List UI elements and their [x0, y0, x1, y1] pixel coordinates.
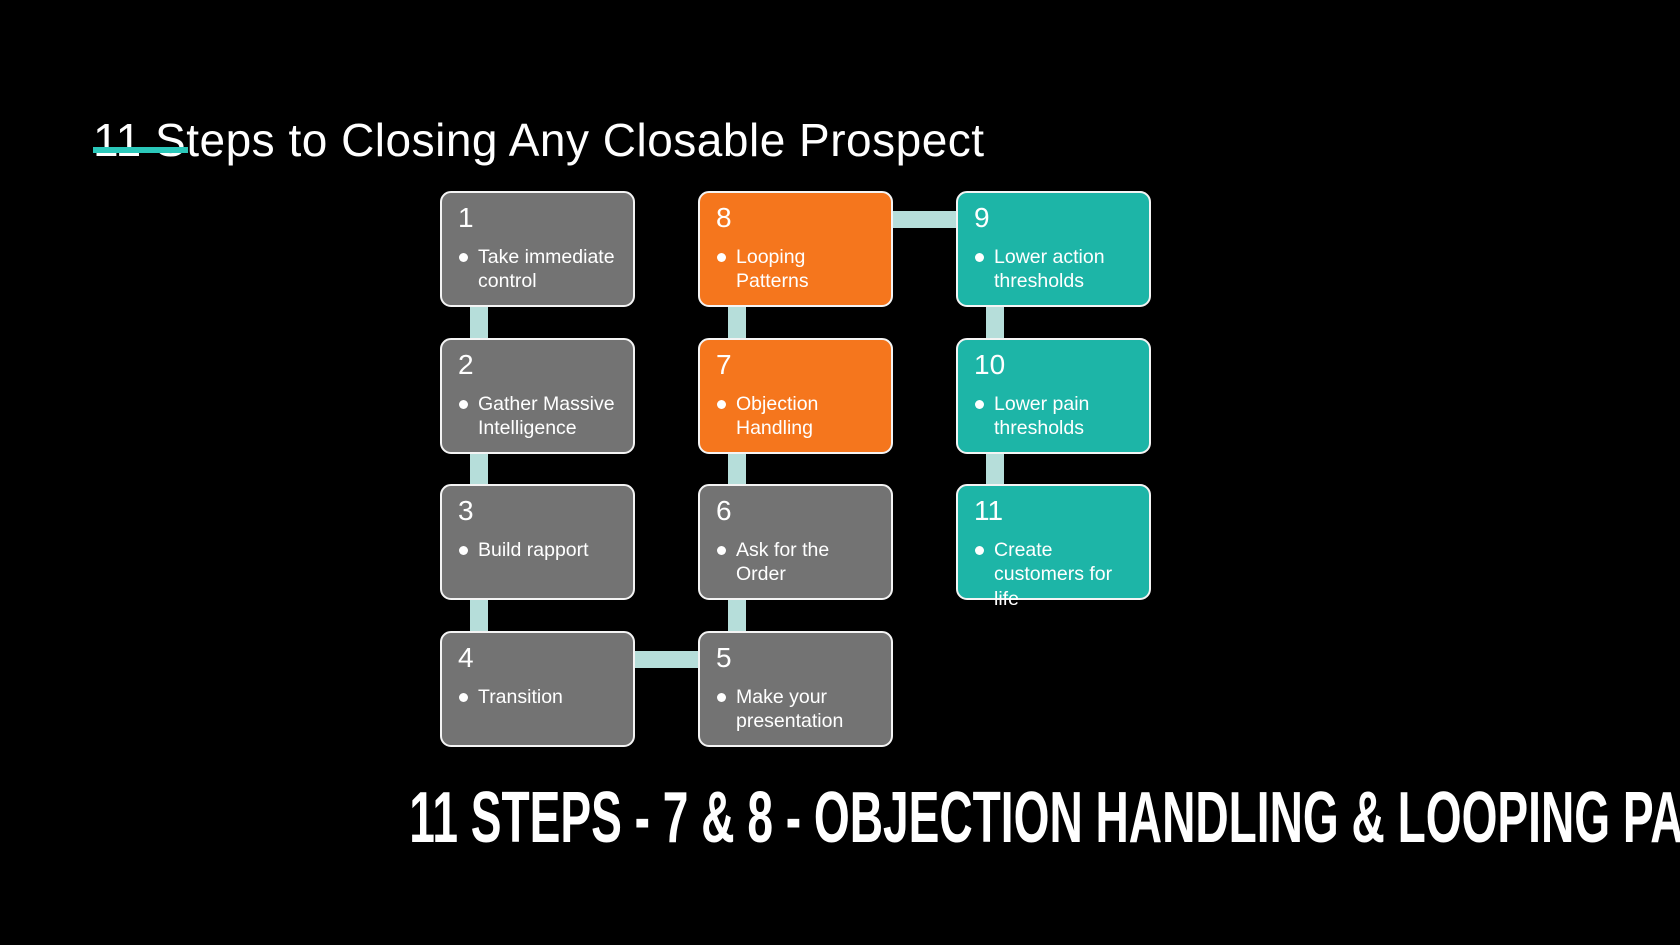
footer-title: 11 STEPS - 7 & 8 - OBJECTION HANDLING & …	[409, 778, 1680, 858]
step-label: Ask for the Order	[736, 538, 830, 586]
title-underline	[93, 147, 188, 153]
step-number: 4	[458, 642, 474, 673]
step-label: Objection Handling	[736, 392, 819, 440]
step-label: Transition	[478, 685, 563, 708]
step-content: Objection Handling	[717, 392, 877, 441]
step-label: Build rapport	[478, 538, 589, 561]
bullet-icon	[975, 545, 984, 555]
step-label: Gather Massive Intelligence	[478, 392, 615, 440]
step-number: 2	[458, 349, 474, 380]
vertical-connector	[728, 448, 746, 490]
step-content: Lower pain thresholds	[975, 392, 1135, 441]
bullet-icon	[975, 399, 984, 409]
horizontal-connector	[887, 211, 962, 228]
bullet-icon	[459, 252, 468, 262]
bullet-icon	[717, 252, 726, 262]
bullet-icon	[717, 545, 726, 555]
step-content: Build rapport	[459, 538, 619, 563]
step-content: Looping Patterns	[717, 245, 877, 294]
vertical-connector	[986, 301, 1004, 344]
step-number: 6	[716, 495, 732, 526]
bullet-icon	[459, 692, 468, 702]
step-content: Create customers for life	[975, 538, 1135, 612]
step-label: Lower pain thresholds	[994, 392, 1090, 440]
step-label: Make your presentation	[736, 685, 844, 733]
vertical-connector	[728, 594, 746, 637]
step-content: Make your presentation	[717, 685, 877, 734]
page-title: 11 Steps to Closing Any Closable Prospec…	[93, 113, 985, 166]
vertical-connector	[470, 301, 488, 344]
step-content: Gather Massive Intelligence	[459, 392, 619, 441]
step-content: Take immediate control	[459, 245, 619, 294]
step-content: Ask for the Order	[717, 538, 877, 587]
step-number: 9	[974, 202, 990, 233]
step-content: Transition	[459, 685, 619, 710]
step-label: Create customers for life	[994, 538, 1113, 610]
vertical-connector	[728, 301, 746, 344]
vertical-connector	[470, 448, 488, 490]
footer-banner: 11 STEPS - 7 & 8 - OBJECTION HANDLING & …	[0, 782, 1680, 854]
bullet-icon	[459, 399, 468, 409]
step-label: Lower action thresholds	[994, 245, 1105, 293]
bullet-icon	[717, 399, 726, 409]
vertical-connector	[986, 448, 1004, 490]
horizontal-connector	[629, 651, 704, 668]
step-number: 11	[974, 495, 1004, 526]
vertical-connector	[470, 594, 488, 637]
step-number: 10	[974, 349, 1006, 380]
step-number: 8	[716, 202, 732, 233]
bullet-icon	[975, 252, 984, 262]
bullet-icon	[717, 692, 726, 702]
step-number: 5	[716, 642, 732, 673]
bullet-icon	[459, 545, 468, 555]
step-number: 3	[458, 495, 474, 526]
step-number: 7	[716, 349, 732, 380]
step-label: Take immediate control	[478, 245, 615, 293]
step-number: 1	[458, 202, 474, 233]
step-label: Looping Patterns	[736, 245, 809, 293]
step-content: Lower action thresholds	[975, 245, 1135, 294]
